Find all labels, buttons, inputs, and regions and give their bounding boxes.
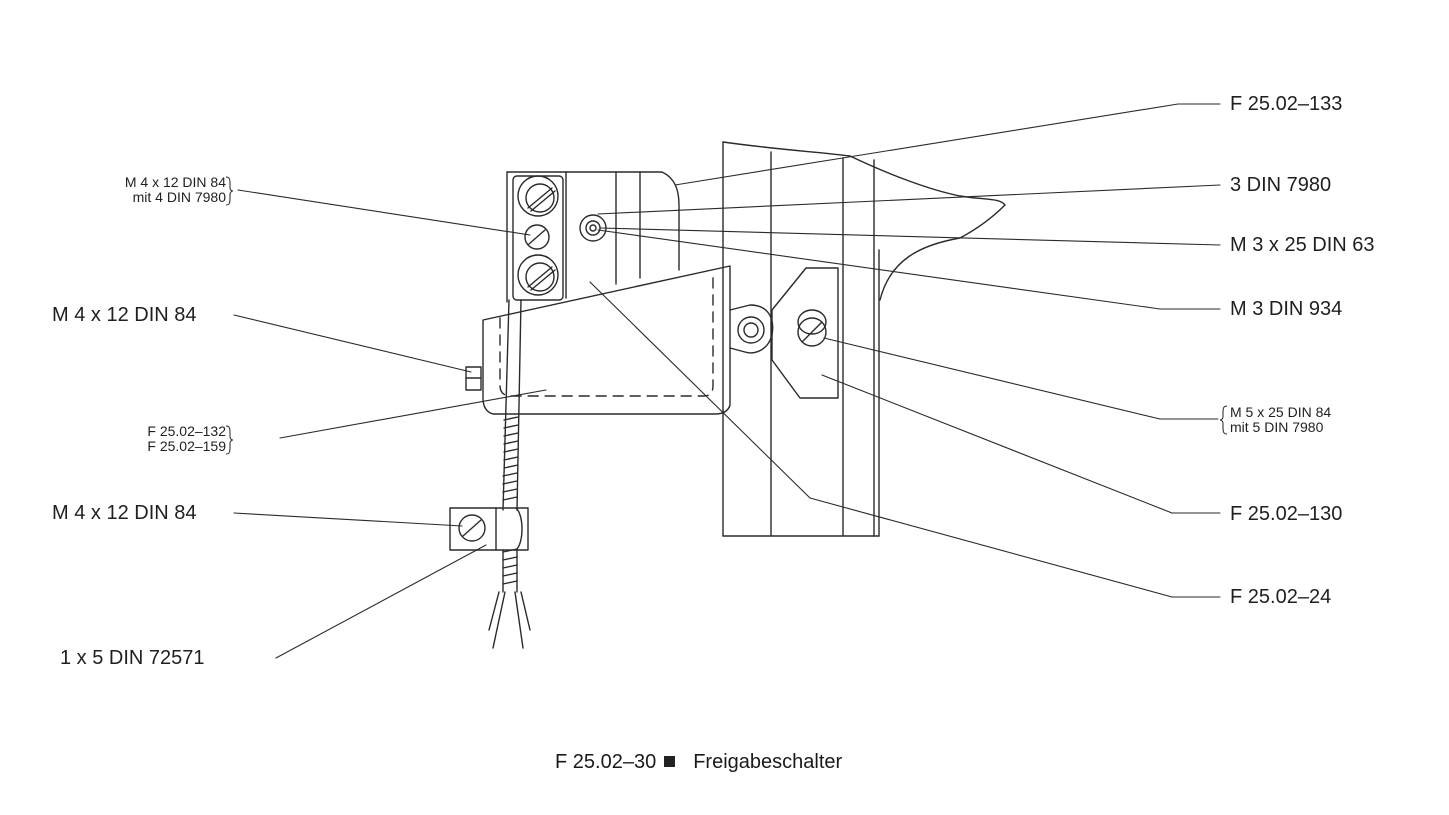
cable-clamp [449,507,529,551]
label-f2502-133: F 25.02–133 [1230,93,1343,115]
label-m5x25-din84: M 5 x 25 DIN 84 mit 5 DIN 7980 [1230,405,1331,435]
label-f2502-130: F 25.02–130 [1230,503,1343,525]
label-m4x12-din84-mid: M 4 x 12 DIN 84 [52,304,197,326]
label-m5x25-line1: M 5 x 25 DIN 84 [1230,404,1332,420]
label-cable-1x5: 1 x 5 DIN 72571 [60,647,205,669]
brace-mid-left [225,425,234,455]
label-f2502-24: F 25.02–24 [1230,586,1332,608]
label-f2502-132-159: F 25.02–132 F 25.02–159 [60,424,226,454]
pivot-bracket [729,267,839,399]
label-m5x25-line2: mit 5 DIN 7980 [1230,419,1324,435]
label-m4x12-din84-top: M 4 x 12 DIN 84 mit 4 DIN 7980 [60,175,226,205]
frame-rail [722,141,1006,537]
caption-title: Freigabeschalter [693,751,843,773]
label-m4x12-din84-low: M 4 x 12 DIN 84 [52,502,197,524]
label-din7980: 3 DIN 7980 [1230,174,1332,196]
figure-caption: F 25.02–30 Freigabeschalter [555,751,842,774]
label-f2502-159: F 25.02–159 [147,438,226,454]
brace-right [1219,405,1228,435]
label-m3x25-din63: M 3 x 25 DIN 63 [1230,234,1375,256]
label-f2502-132: F 25.02–132 [147,423,226,439]
caption-code: F 25.02–30 [555,751,657,773]
leader-lines [233,103,1221,659]
label-m3-din934: M 3 DIN 934 [1230,298,1343,320]
lever-body [465,265,731,415]
cable [488,299,531,649]
caption-square-marker [664,756,676,767]
label-m4x12-din84-top-line1: M 4 x 12 DIN 84 [124,174,226,190]
brace-top-left [225,176,234,206]
housing-screws [517,175,607,296]
label-m4x12-din84-top-line2: mit 4 DIN 7980 [132,189,226,205]
